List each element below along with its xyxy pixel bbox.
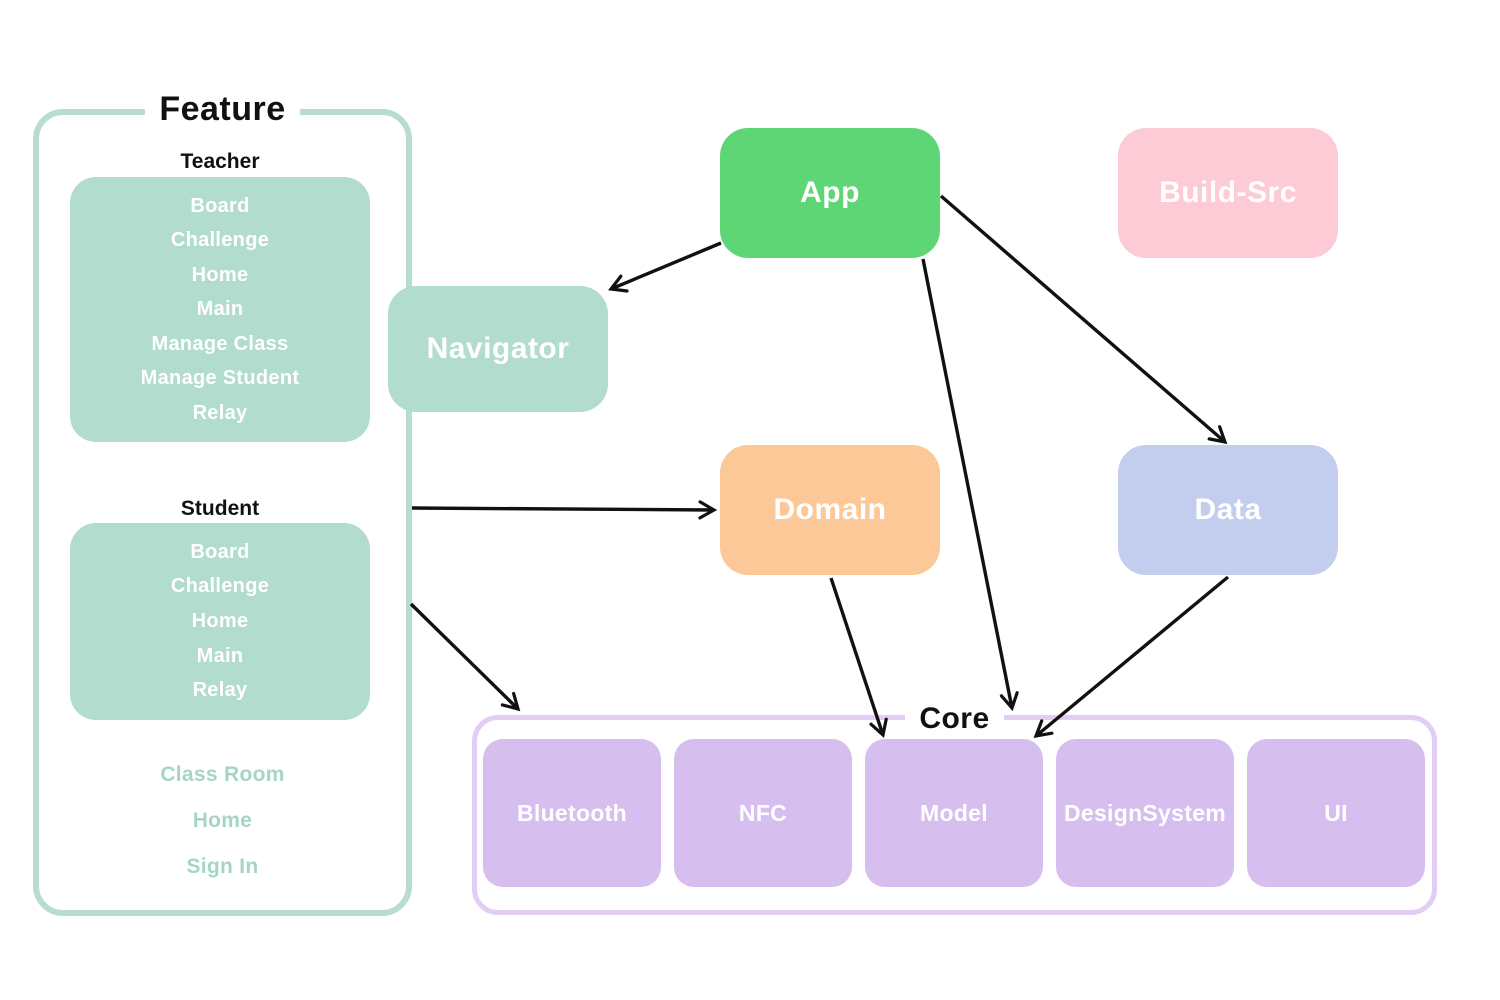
core-module-ui: UI	[1247, 739, 1425, 887]
core-module-nfc: NFC	[674, 739, 852, 887]
student-module-item: Board	[190, 540, 250, 563]
edge-feature-to-domain	[411, 500, 718, 520]
edge-feature-to-core	[409, 602, 521, 712]
teacher-modules-box: Board Challenge Home Main Manage Class M…	[70, 177, 370, 442]
student-section-label: Student	[180, 497, 260, 520]
feature-module-signin: Sign In	[186, 855, 259, 878]
domain-module-label: Domain	[773, 493, 887, 526]
core-module-model: Model	[865, 739, 1043, 887]
core-module-bluetooth: Bluetooth	[483, 739, 661, 887]
feature-group-title-text: Feature	[145, 90, 300, 128]
student-module-item: Main	[196, 644, 244, 667]
student-module-item: Challenge	[170, 575, 270, 598]
teacher-module-item: Manage Student	[140, 367, 300, 389]
core-group-title: Core	[472, 702, 1437, 736]
student-module-item: Home	[191, 609, 249, 632]
feature-group-title: Feature	[33, 90, 412, 129]
app-module-label: App	[800, 176, 860, 209]
build-src-module-node: Build-Src	[1118, 128, 1338, 258]
core-group-title-text: Core	[905, 702, 1004, 735]
core-module-designsystem: DesignSystem	[1056, 739, 1234, 887]
domain-module-node: Domain	[720, 445, 940, 575]
feature-module-classroom: Class Room	[160, 763, 285, 786]
data-module-label: Data	[1194, 493, 1262, 526]
edge-app-to-navigator	[608, 241, 722, 293]
core-module-label: NFC	[738, 799, 788, 826]
student-module-item: Relay	[192, 679, 248, 702]
data-module-node: Data	[1118, 445, 1338, 575]
teacher-module-item: Relay	[192, 401, 248, 424]
teacher-module-item: Manage Class	[151, 332, 289, 355]
teacher-section-label: Teacher	[180, 150, 260, 173]
core-module-label: UI	[1324, 799, 1348, 826]
core-module-label: Bluetooth	[516, 799, 627, 826]
navigator-module-node: Navigator	[388, 286, 608, 412]
build-src-module-label: Build-Src	[1159, 176, 1297, 209]
teacher-module-item: Home	[191, 263, 249, 286]
feature-module-home: Home	[192, 809, 253, 832]
teacher-module-item: Challenge	[170, 229, 270, 251]
core-module-label: DesignSystem	[1063, 799, 1227, 826]
navigator-module-label: Navigator	[426, 332, 570, 365]
app-module-node: App	[720, 128, 940, 258]
teacher-module-item: Main	[196, 298, 244, 320]
student-modules-box: Board Challenge Home Main Relay	[70, 523, 370, 720]
teacher-module-item: Board	[190, 194, 250, 217]
core-modules-row: Bluetooth NFC Model DesignSystem UI	[483, 739, 1425, 887]
core-module-label: Model	[920, 799, 988, 826]
